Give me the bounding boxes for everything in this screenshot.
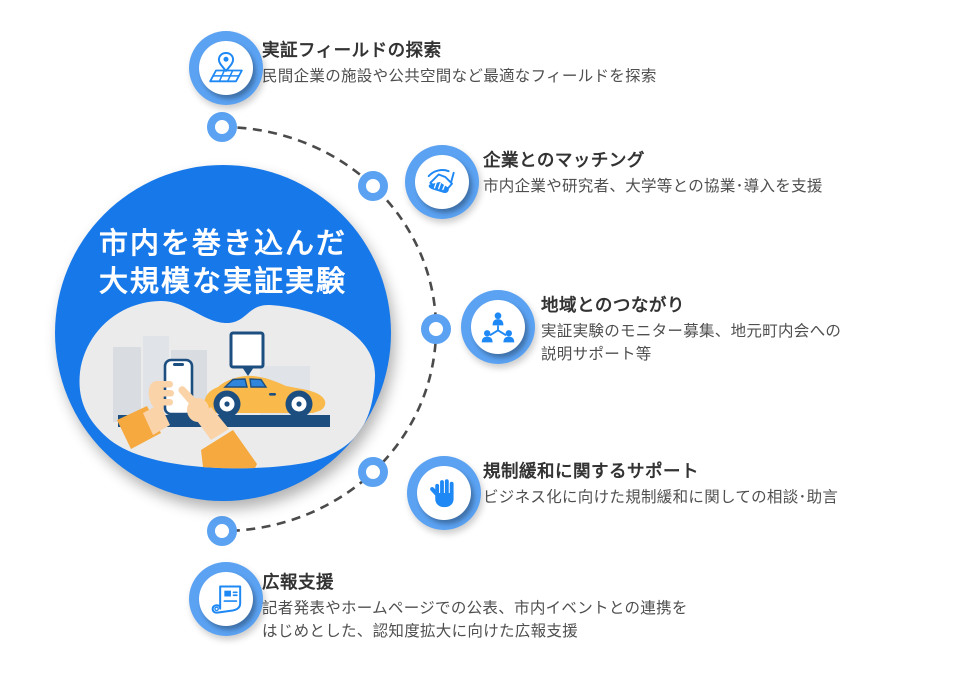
step-2-badge [405,145,479,219]
step-5-badge [189,562,263,636]
map-pin-icon [209,52,243,83]
step-1-title: 実証フィールドの探索 [262,40,442,60]
pointing-hand [178,386,257,469]
hero-circle: 市内を巻き込んだ 大規模な実証実験 [55,165,391,501]
step-4-title: 規制緩和に関するサポート [483,461,699,481]
step-3-title: 地域とのつながり [541,295,685,315]
step-2-title: 企業とのマッチング [483,150,645,170]
step-1-description: 民間企業の施設や公共空間など最適なフィールドを探索 [262,68,657,85]
connector-node-1 [207,112,237,142]
yellow-car [203,375,326,418]
step-4-badge [407,456,481,530]
left-hand-holding-phone [117,381,170,449]
left-hand-fingers [153,381,174,406]
speech-bubble [229,331,265,376]
connector-node-3 [421,314,451,344]
hero-title-line1: 市内を巻き込んだ [98,228,347,260]
hand-stop-icon [430,479,454,508]
step-5-description: 記者発表やホームページでの公表、市内イベントとの連携を はじめとした、認知度拡大… [262,600,688,640]
step-1-badge [189,31,263,105]
hero-title: 市内を巻き込んだ 大規模な実証実験 [55,225,391,301]
connector-node-5 [207,516,237,546]
step-2-description: 市内企業や研究者、大学等との協業･導入を支援 [483,178,823,195]
road [118,415,330,427]
step-3-badge [461,290,535,364]
step-3-description: 実証実験のモニター募集、地元町内会への 説明サポート等 [541,323,842,363]
connector-node-2 [358,171,388,201]
step-5-title: 広報支援 [262,572,334,592]
step-4-description: ビジネス化に向けた規制緩和に関しての相談･助言 [483,489,839,506]
community-network-icon [481,312,515,343]
connector-node-4 [358,457,388,487]
city-car-illustration [79,300,376,469]
hero-title-line2: 大規模な実証実験 [98,266,347,298]
press-release-icon [211,585,242,614]
handshake-icon [427,169,455,193]
